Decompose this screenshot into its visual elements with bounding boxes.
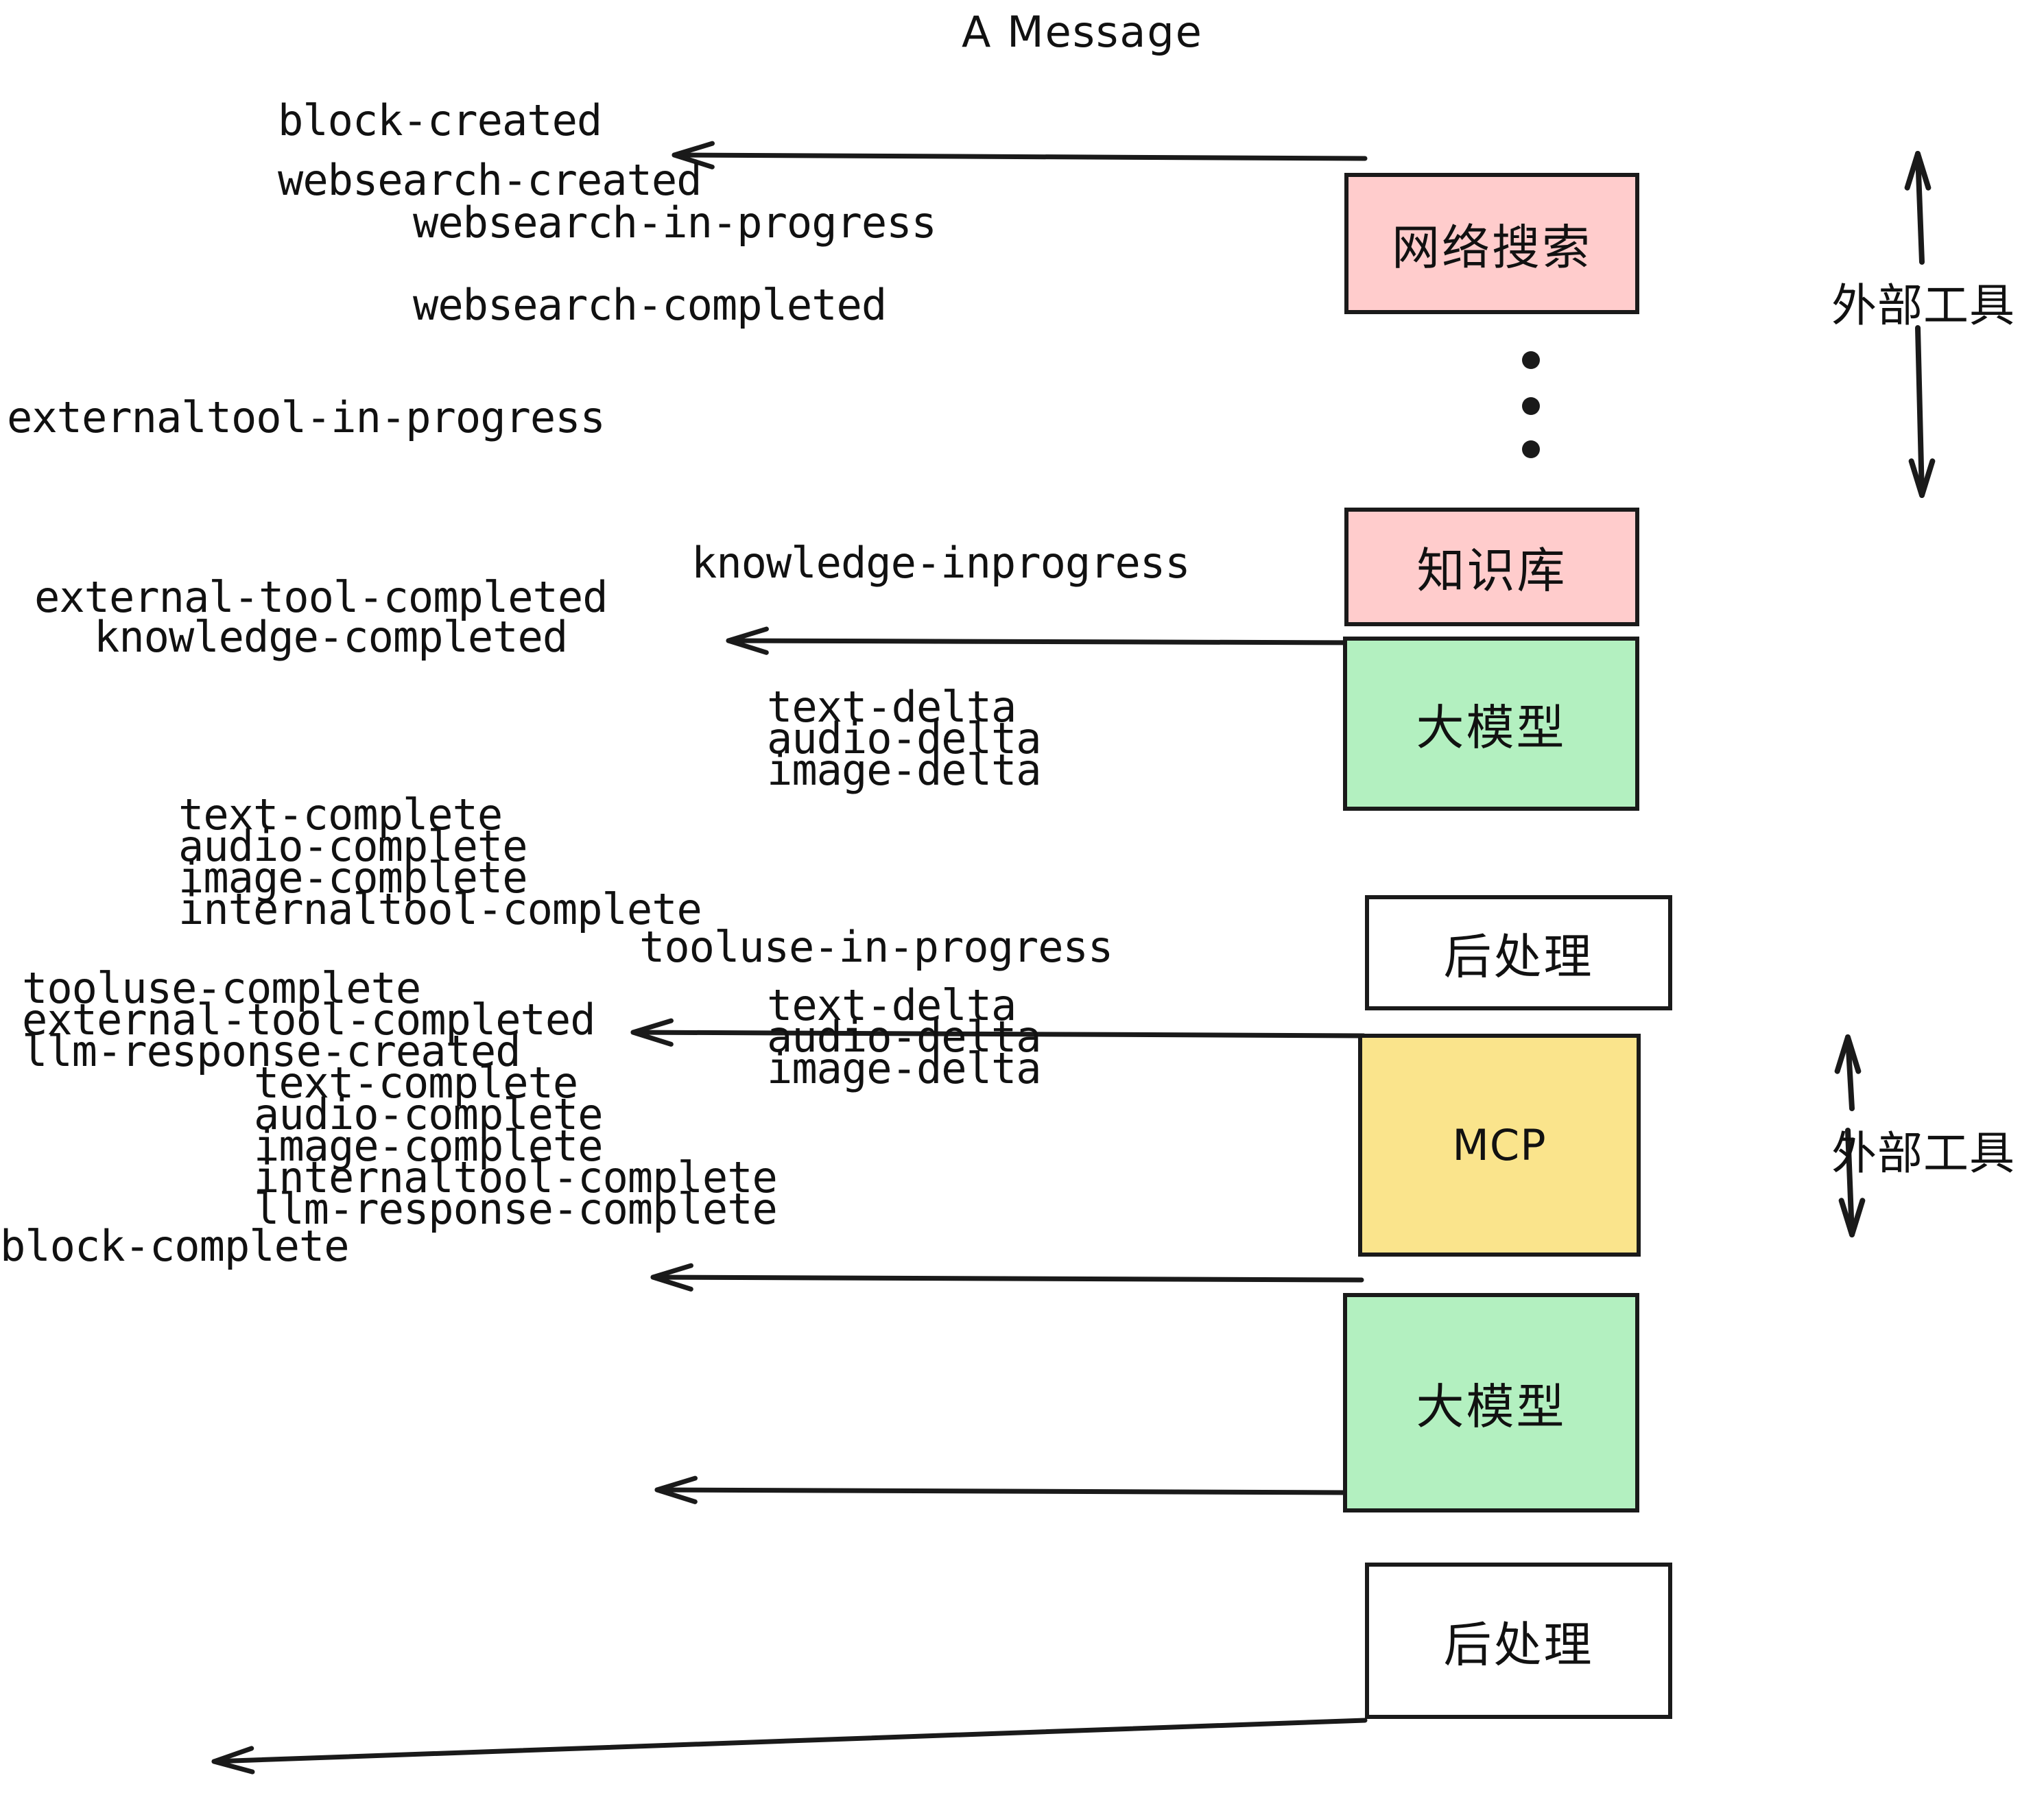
event-label-text-complete-2: text-complete [254, 1058, 578, 1108]
event-label-knowledge-inprogress: knowledge-inprogress [691, 538, 1191, 588]
event-label-text-complete-1: text-complete [178, 790, 503, 840]
arrow-audio-complete-head [654, 1475, 698, 1504]
event-label-text-delta-1: text-delta [767, 682, 1017, 732]
event-label-websearch-created: websearch-created [278, 155, 702, 205]
node-box-knowledge: 知识库 [1344, 508, 1639, 626]
event-label-external-tool-completed-1: external-tool-completed [34, 572, 608, 622]
event-label-audio-delta-2: audio-delta [767, 1012, 1042, 1062]
arrow-audio-complete-line [654, 1487, 1346, 1495]
page-title: A Message [962, 7, 1203, 57]
event-label-websearch-in-progress: websearch-in-progress [413, 198, 937, 248]
event-label-llm-response-created: llm-response-created [22, 1026, 521, 1076]
event-label-tooluse-in-progress: tooluse-in-progress [639, 922, 1113, 972]
event-label-audio-complete-1: audio-complete [178, 821, 528, 871]
ellipsis-dot-3 [1522, 440, 1540, 458]
external-tool-arrow-top-up-line [1915, 151, 1925, 265]
arrow-block-created-line [672, 152, 1368, 161]
event-label-llm-response-complete: llm-response-complete [254, 1184, 778, 1234]
arrow-tooluse-complete-line [650, 1274, 1364, 1283]
event-label-external-tool-completed-2: external-tool-completed [22, 995, 596, 1045]
external-tool-arrow-bottom-down-head [1838, 1198, 1866, 1237]
arrow-tooluse-complete [650, 1263, 1364, 1292]
node-box-post-top: 后处理 [1365, 895, 1672, 1010]
arrow-block-complete [211, 1718, 1368, 1775]
external-tool-arrow-top-up-head [1904, 151, 1932, 191]
arrow-knowledge-completed-line [726, 638, 1369, 645]
node-box-llm-top: 大模型 [1343, 637, 1639, 811]
event-label-text-delta-2: text-delta [767, 980, 1017, 1030]
node-box-mcp: MCP [1358, 1034, 1641, 1257]
arrow-knowledge-completed-head [726, 626, 769, 655]
node-box-llm-bottom: 大模型 [1343, 1293, 1639, 1512]
event-label-audio-delta-1: audio-delta [767, 713, 1042, 763]
ellipsis-dot-2 [1522, 397, 1540, 415]
ellipsis-dot-1 [1522, 351, 1540, 369]
event-label-tooluse-complete: tooluse-complete [22, 963, 421, 1013]
external-tool-arrow-bottom-up-head [1834, 1034, 1862, 1074]
event-label-externaltool-in-progress: externaltool-in-progress [7, 392, 606, 442]
arrow-block-complete-line [211, 1718, 1368, 1764]
arrow-block-created [672, 141, 1368, 169]
side-label-external-tool-top: 外部工具 [1831, 279, 2015, 332]
event-label-internaltool-complete-2: internaltool-complete [254, 1152, 778, 1202]
event-label-image-delta-1: image-delta [767, 745, 1042, 795]
event-label-image-delta-2: image-delta [767, 1043, 1042, 1093]
arrow-audio-complete [654, 1475, 1346, 1504]
side-label-external-tool-bottom: 外部工具 [1831, 1127, 2015, 1180]
event-label-block-complete: block-complete [0, 1221, 350, 1271]
node-box-websearch: 网络搜索 [1344, 173, 1639, 314]
event-label-image-complete-2: image-complete [254, 1121, 604, 1171]
node-box-post-bottom: 后处理 [1365, 1563, 1672, 1719]
external-tool-arrow-top-down-line [1915, 325, 1925, 498]
arrow-image-complete-head [630, 1018, 674, 1047]
external-tool-arrow-bottom-up-line [1845, 1034, 1855, 1111]
arrow-tooluse-complete-head [650, 1263, 693, 1292]
event-label-internaltool-complete-1: internaltool-complete [178, 884, 702, 934]
event-label-audio-complete-2: audio-complete [254, 1089, 604, 1139]
external-tool-arrow-top-down-head [1908, 458, 1936, 498]
event-label-knowledge-completed: knowledge-completed [94, 612, 568, 662]
event-label-block-created: block-created [278, 95, 602, 145]
arrow-block-complete-head [211, 1746, 255, 1775]
event-label-websearch-completed: websearch-completed [413, 280, 887, 330]
arrow-knowledge-completed [726, 626, 1369, 655]
event-label-image-complete-1: image-complete [178, 853, 528, 903]
